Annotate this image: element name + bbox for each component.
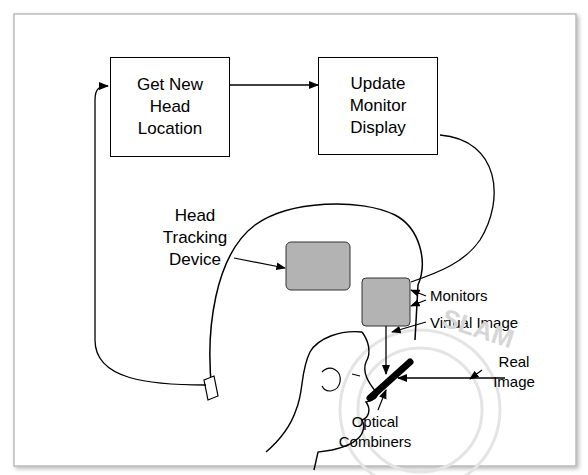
box-label: Update Monitor Display <box>325 73 431 139</box>
process-box: Update Monitor Display <box>318 57 438 155</box>
flow-arrow <box>230 84 318 85</box>
part-label: Monitors <box>430 286 510 306</box>
part-label: Real Image <box>486 352 542 391</box>
part-label: Head Tracking Device <box>150 205 240 271</box>
real-image-ray <box>398 377 505 378</box>
leader-arrow <box>411 290 426 296</box>
eye <box>352 374 360 376</box>
leader-arrow <box>234 258 285 268</box>
leader-arrow <box>378 390 386 410</box>
leader-arrow <box>392 322 426 332</box>
virtual-image-ray <box>385 326 386 374</box>
optical-combiner <box>370 362 410 398</box>
ear <box>322 368 340 391</box>
process-box: Get New Head Location <box>110 57 230 157</box>
leader-arrow <box>470 370 482 379</box>
frame <box>14 14 576 466</box>
head-tracking-device <box>286 242 350 290</box>
part-label: Optical Combiners <box>330 412 420 451</box>
box-label: Get New Head Location <box>117 74 223 140</box>
strap <box>204 376 218 400</box>
loop-wire <box>411 135 494 282</box>
watermark-logo <box>340 330 500 475</box>
monitor <box>362 278 410 326</box>
head-outline <box>210 204 422 392</box>
leader-arrow <box>411 300 426 306</box>
